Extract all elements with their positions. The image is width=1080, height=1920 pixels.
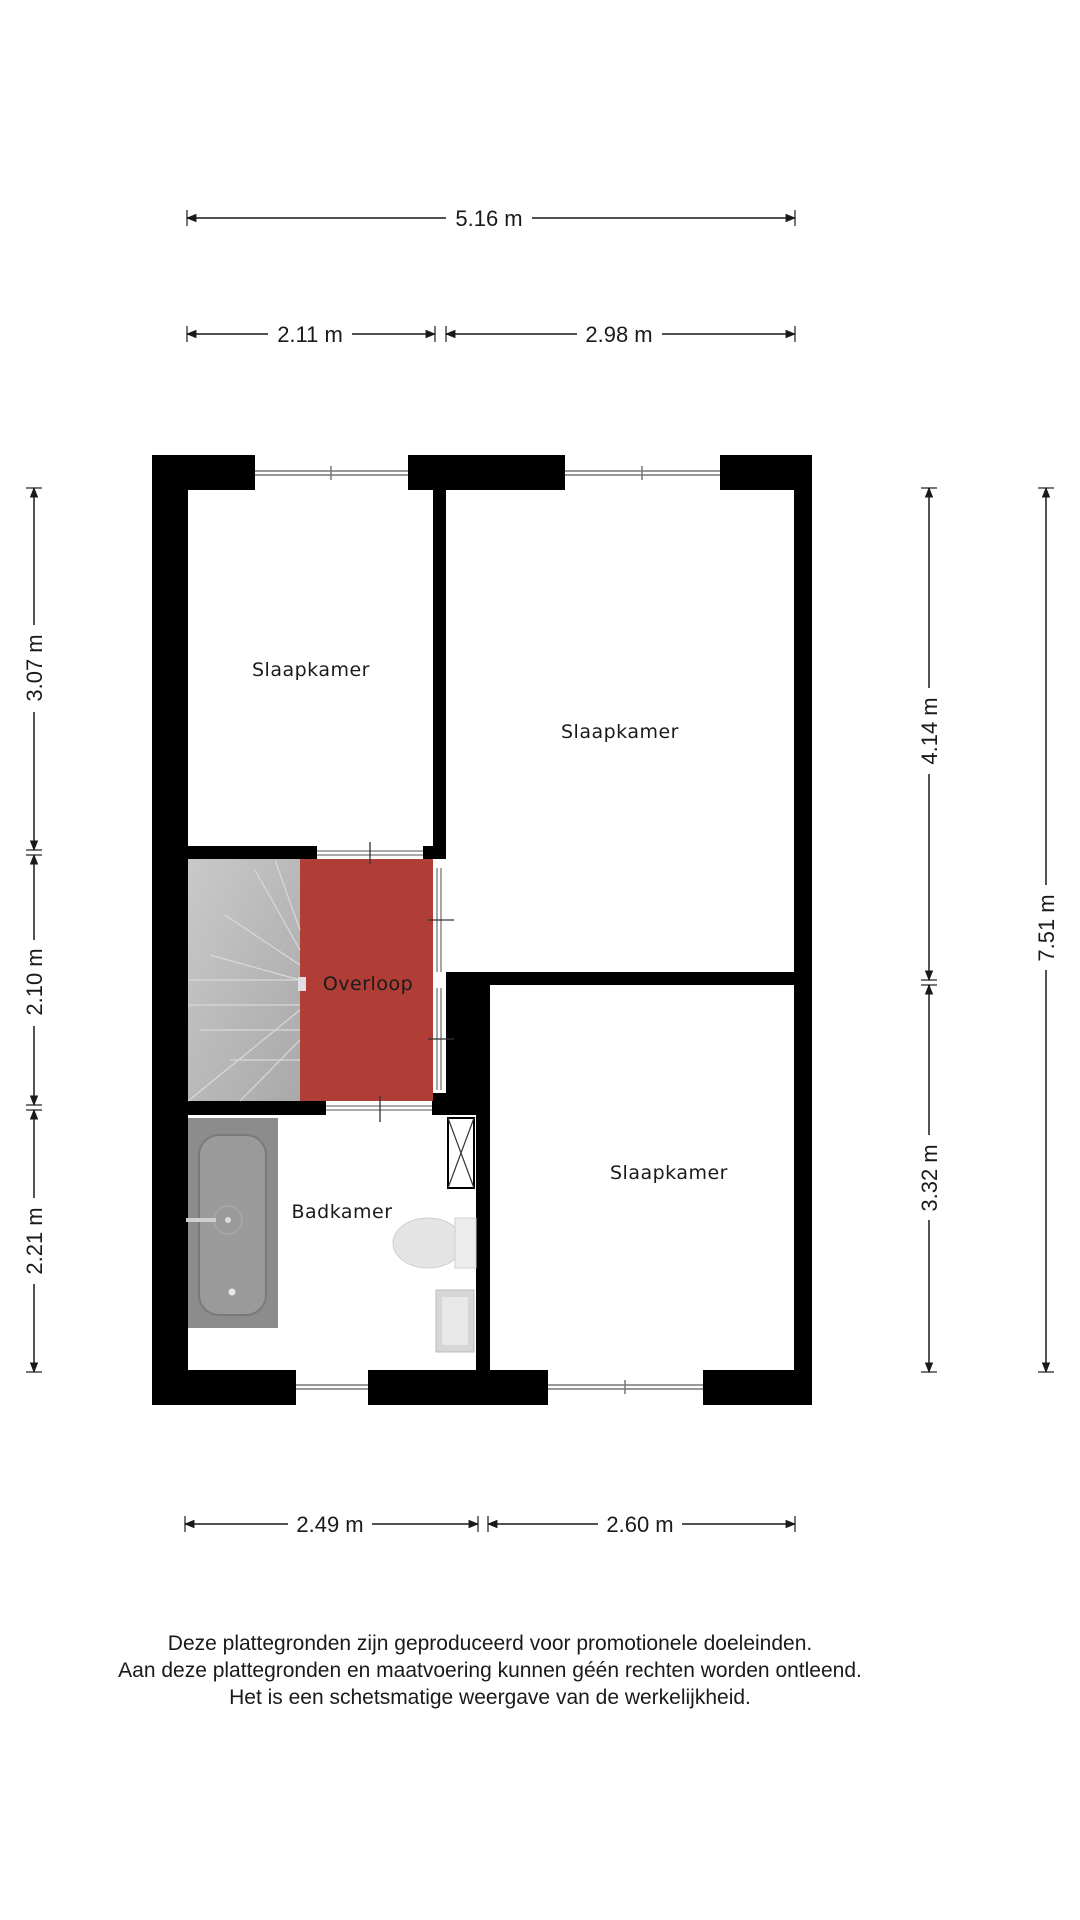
door-bedroom-top-left	[317, 842, 423, 864]
dimension-label: 2.98 m	[585, 322, 652, 347]
dimension-left-top: 3.07 m	[22, 486, 47, 852]
dimension-right-total: 7.51 m	[1034, 486, 1059, 1374]
dimension-label: 2.60 m	[606, 1512, 673, 1537]
room-label-bedroom-top-left: Slaapkamer	[252, 659, 370, 681]
window-top-left	[255, 455, 408, 490]
dimension-top-total: 5.16 m	[185, 206, 797, 231]
room-floor-bedroom-bottom-right	[490, 985, 794, 1370]
door-bathroom	[326, 1096, 432, 1122]
window-top-right	[565, 455, 720, 490]
room-label-bedroom-top-right: Slaapkamer	[561, 721, 679, 743]
dimension-left-bottom: 2.21 m	[22, 1108, 47, 1374]
dimension-right-bottom: 3.32 m	[917, 983, 942, 1374]
plan-body: Slaapkamer Slaapkamer Slaapkamer Overloo…	[152, 455, 812, 1405]
dimension-label: 2.11 m	[277, 322, 343, 347]
room-floor-bedroom-top-right	[446, 490, 794, 972]
disclaimer-line: Deze plattegronden zijn geproduceerd voo…	[167, 1632, 813, 1655]
dimension-right-top: 4.14 m	[917, 486, 942, 982]
dimension-label: 5.16 m	[455, 206, 522, 231]
dimension-top-left: 2.11 m	[185, 322, 437, 347]
disclaimer-line: Het is een schetsmatige weergave van de …	[229, 1686, 751, 1709]
door-bedroom-top-right	[428, 868, 454, 972]
dimension-label: 3.07 m	[22, 634, 47, 701]
room-label-bedroom-bottom-right: Slaapkamer	[610, 1162, 728, 1184]
dimension-label: 2.10 m	[22, 948, 47, 1015]
dimension-label: 2.21 m	[22, 1207, 47, 1274]
dimension-bottom-right: 2.60 m	[486, 1512, 797, 1537]
dimension-left-middle: 2.10 m	[22, 853, 47, 1107]
dimension-label: 2.49 m	[296, 1512, 363, 1537]
window-bottom-left	[296, 1370, 368, 1405]
disclaimer-line: Aan deze plattegronden en maatvoering ku…	[118, 1659, 862, 1682]
stairs	[187, 859, 301, 1102]
bathtub	[186, 1118, 278, 1328]
dimension-label: 7.51 m	[1034, 894, 1059, 961]
sink	[435, 1289, 475, 1353]
toilet	[392, 1217, 477, 1269]
dimension-bottom-left: 2.49 m	[183, 1512, 480, 1537]
room-floor-landing	[300, 859, 433, 1101]
dimension-label: 4.14 m	[917, 697, 942, 764]
window-bottom-right	[548, 1370, 703, 1405]
room-floor-landing-strip	[433, 859, 446, 1093]
dimension-top-right: 2.98 m	[444, 322, 797, 347]
room-floor-bedroom-top-left	[188, 490, 433, 846]
door-bedroom-bottom-right	[428, 988, 454, 1090]
room-label-bathroom: Badkamer	[291, 1201, 392, 1223]
stair-handrail-post	[298, 977, 306, 991]
dimension-label: 3.32 m	[917, 1144, 942, 1211]
disclaimer: Deze plattegronden zijn geproduceerd voo…	[0, 1630, 980, 1711]
room-label-landing: Overloop	[323, 973, 413, 995]
